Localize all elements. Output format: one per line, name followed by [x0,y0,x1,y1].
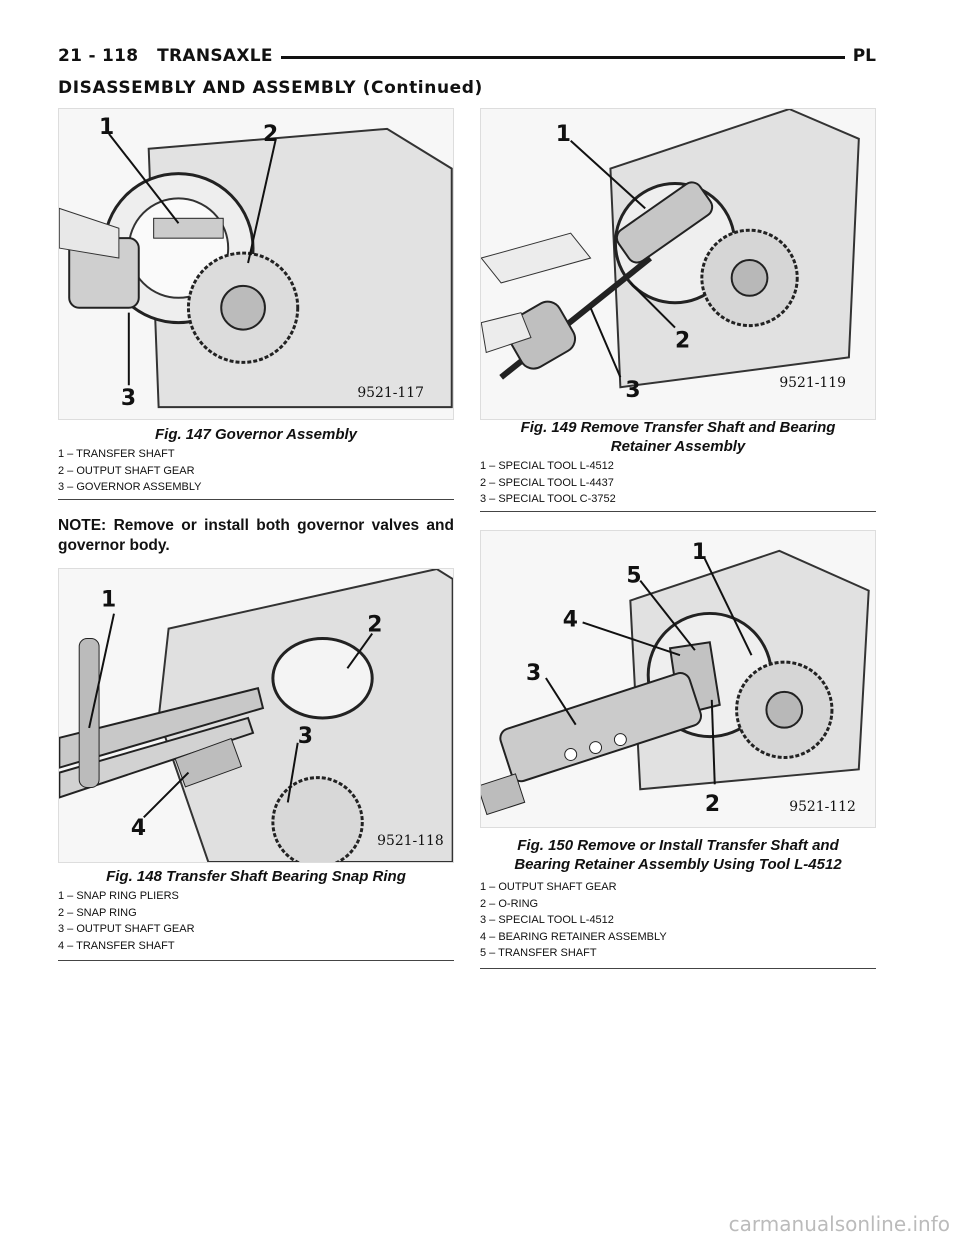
page-number-section: 21 - 118 TRANSAXLE [58,46,281,66]
page-header: 21 - 118 TRANSAXLE PL [58,46,876,72]
fig148-callout-3: 3 [298,724,313,749]
fig148-code: 9521-118 [377,833,444,849]
legend-item: 1 – SNAP RING PLIERS [58,890,179,902]
fig148-rule [58,960,454,961]
model-code: PL [844,46,876,66]
fig149-callout-1: 1 [556,122,571,147]
legend-item: 2 – OUTPUT SHAFT GEAR [58,464,195,477]
fig150-caption: Fig. 150 Remove or Install Transfer Shaf… [480,836,876,874]
fig150-caption-line2: Bearing Retainer Assembly Using Tool L-4… [514,856,842,873]
fig149-rule [480,511,876,512]
figure-148-illustration: 1 2 3 4 9521-118 [58,568,454,863]
fig147-legend: 1 – TRANSFER SHAFT 2 – OUTPUT SHAFT GEAR… [58,446,454,496]
legend-item: 3 – GOVERNOR ASSEMBLY [58,481,202,493]
legend-item: 1 – TRANSFER SHAFT [58,448,175,460]
fig147-rule [58,499,454,500]
legend-item: 1 – SPECIAL TOOL L-4512 [480,460,614,472]
legend-item: 2 – SNAP RING [58,906,137,919]
fig149-legend: 1 – SPECIAL TOOL L-4512 2 – SPECIAL TOOL… [480,458,876,508]
fig147-callout-1: 1 [99,115,114,140]
fig149-callout-3: 3 [625,378,640,403]
fig148-callout-4: 4 [131,816,146,841]
legend-item: 3 – OUTPUT SHAFT GEAR [58,923,195,935]
site-watermark: carmanualsonline.info [728,1212,950,1236]
header-rule [58,56,876,59]
fig148-caption: Fig. 148 Transfer Shaft Bearing Snap Rin… [106,868,406,885]
fig147-caption: Fig. 147 Governor Assembly [154,426,358,443]
legend-item: 3 – SPECIAL TOOL L-4512 [480,914,614,926]
governor-note: NOTE: Remove or install both governor va… [58,517,454,554]
legend-item: 4 – BEARING RETAINER ASSEMBLY [480,930,667,943]
fig150-callout-1: 1 [692,540,707,565]
fig150-caption-line1: Fig. 150 Remove or Install Transfer Shaf… [517,837,839,854]
legend-item: 2 – O-RING [480,897,539,910]
fig149-callout-2: 2 [675,328,690,353]
fig150-callout-2: 2 [705,792,720,817]
fig147-callout-2: 2 [263,122,278,147]
fig148-callout-2: 2 [367,613,382,638]
figure-150-illustration: 1 5 4 3 2 9521-112 [480,530,876,828]
fig150-legend: 1 – OUTPUT SHAFT GEAR 2 – O-RING 3 – SPE… [480,879,876,962]
fig147-callout-3: 3 [121,386,136,411]
legend-item: 3 – SPECIAL TOOL C-3752 [480,493,616,505]
figure-149-illustration: 1 2 3 9521-119 [480,108,876,420]
legend-item: 1 – OUTPUT SHAFT GEAR [480,881,617,893]
fig150-callout-3: 3 [526,661,541,686]
fig149-caption: Fig. 149 Remove Transfer Shaft and Beari… [480,418,876,456]
fig150-rule [480,968,876,969]
fig150-callout-5: 5 [626,564,641,589]
fig149-caption-line2: Retainer Assembly [610,438,746,455]
fig149-caption-line1: Fig. 149 Remove Transfer Shaft and Beari… [520,419,836,436]
section-title: DISASSEMBLY AND ASSEMBLY (Continued) [58,78,483,98]
legend-item: 2 – SPECIAL TOOL L-4437 [480,476,614,489]
fig148-callout-1: 1 [101,588,116,613]
legend-item: 5 – TRANSFER SHAFT [480,947,597,959]
fig149-code: 9521-119 [779,375,846,391]
fig148-legend: 1 – SNAP RING PLIERS 2 – SNAP RING 3 – O… [58,888,454,954]
figure-147-illustration: 1 2 3 9521-117 [58,108,454,420]
fig150-code: 9521-112 [789,799,856,815]
fig147-code: 9521-117 [357,385,424,401]
legend-item: 4 – TRANSFER SHAFT [58,939,175,952]
fig150-callout-4: 4 [563,607,578,632]
